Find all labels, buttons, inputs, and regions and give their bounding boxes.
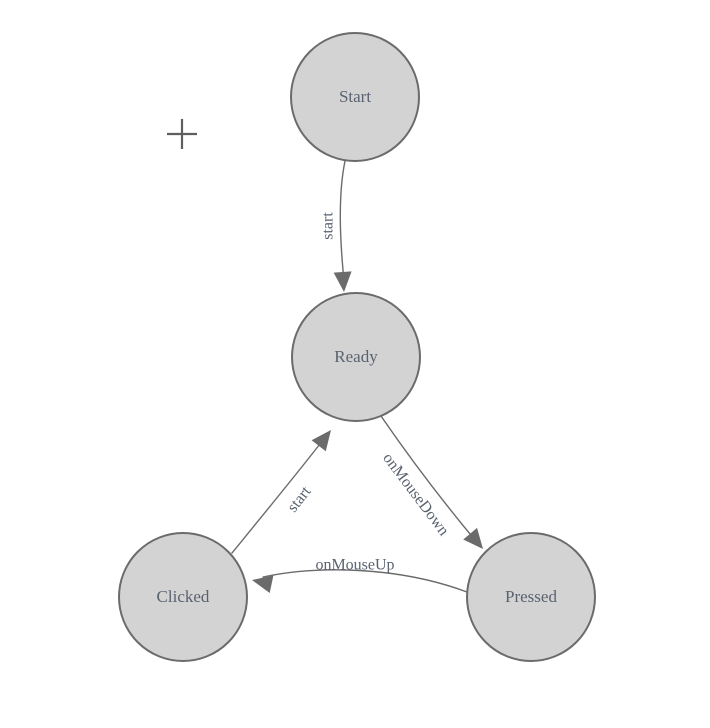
node-ready[interactable]: Ready [291, 292, 421, 422]
node-label: Ready [334, 347, 378, 366]
node-circle[interactable] [466, 532, 596, 662]
edge-start-to-ready[interactable]: start [320, 160, 353, 293]
node-circle[interactable] [291, 292, 421, 422]
crosshair-marker[interactable] [167, 119, 197, 149]
edge-line [339, 160, 346, 282]
edge-arrowhead-icon [463, 527, 483, 549]
edge-line [380, 415, 476, 541]
edge-pressed-to-clicked[interactable]: onMouseUp [250, 557, 468, 593]
node-circle[interactable] [290, 32, 420, 162]
edge-arrowhead-icon [311, 430, 331, 452]
edge-line [262, 569, 468, 593]
edge-label: start [284, 483, 315, 516]
edge-clicked-to-ready[interactable]: start [231, 424, 338, 554]
edge-arrowhead-icon [333, 271, 352, 292]
node-label: Clicked [157, 587, 210, 606]
node-label: Start [339, 87, 371, 106]
node-pressed[interactable]: Pressed [466, 532, 596, 662]
edge-label: onMouseUp [315, 557, 394, 574]
node-label: Pressed [505, 587, 557, 606]
edge-label: onMouseDown [379, 450, 452, 539]
edge-arrowhead-icon [252, 575, 274, 593]
node-circle[interactable] [118, 532, 248, 662]
node-start[interactable]: Start [290, 32, 420, 162]
markers-layer [167, 119, 197, 149]
edge-ready-to-pressed[interactable]: onMouseDown [379, 415, 490, 555]
node-clicked[interactable]: Clicked [118, 532, 248, 662]
edge-line [231, 439, 324, 554]
edge-label: start [320, 212, 337, 240]
